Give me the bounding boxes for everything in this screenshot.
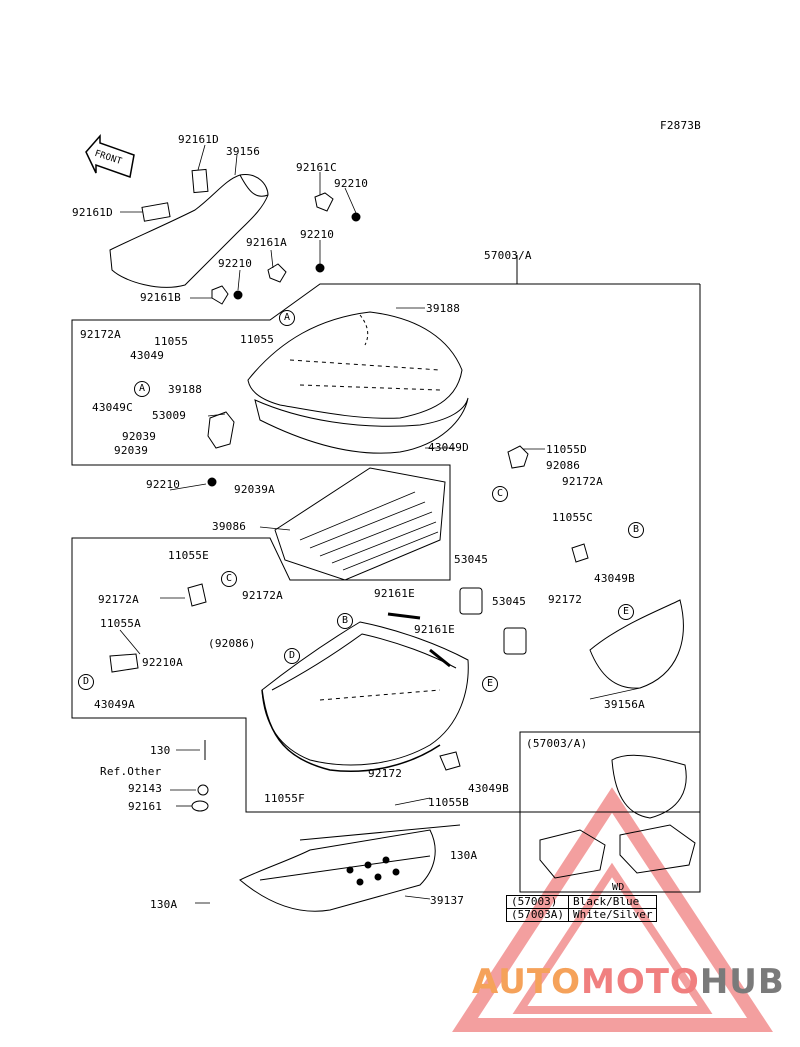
part-label: 11055D <box>546 443 587 456</box>
part-label: 92039 <box>114 444 149 457</box>
inner-tray <box>274 467 446 581</box>
legend-row: (57003A) White/Silver <box>506 908 658 922</box>
part-label: 39188 <box>168 383 203 396</box>
part-label: 130A <box>450 849 478 862</box>
luggage-rack <box>239 829 436 912</box>
part-label: 92086 <box>546 459 581 472</box>
color-legend: (57003) Black/Blue (57003A) White/Silver <box>506 895 658 922</box>
bumper-d1 <box>191 168 209 194</box>
callout-d: D <box>284 648 300 664</box>
part-label: 92172 <box>368 767 403 780</box>
case-body <box>261 621 469 766</box>
part-label: 57003/A <box>484 249 532 262</box>
part-label: 92143 <box>128 782 163 795</box>
part-label: 53045 <box>454 553 489 566</box>
part-label: 11055 <box>240 333 275 346</box>
part-label: 92161E <box>414 623 455 636</box>
part-label: 39156 <box>226 145 261 158</box>
legend-color: Black/Blue <box>567 895 658 909</box>
part-label: 43049 <box>130 349 165 362</box>
callout-e: E <box>618 604 634 620</box>
part-label: 53045 <box>492 595 527 608</box>
part-label: Ref.Other <box>100 765 162 778</box>
part-label: 11055 <box>154 335 189 348</box>
part-label: 92161 <box>128 800 163 813</box>
part-label: 92210 <box>300 228 335 241</box>
front-arrow <box>85 134 135 179</box>
part-label: 43049B <box>594 572 635 585</box>
part-label: 92161A <box>246 236 287 249</box>
part-label: 92161C <box>296 161 337 174</box>
callout-d: D <box>78 674 94 690</box>
legend-header: WD <box>612 882 625 893</box>
part-label: 53009 <box>152 409 187 422</box>
callout-c: C <box>492 486 508 502</box>
part-label: 92172 <box>548 593 583 606</box>
callout-a: A <box>134 381 150 397</box>
part-label: 92161B <box>140 291 181 304</box>
part-label: 92210A <box>142 656 183 669</box>
lock-2 <box>503 627 527 655</box>
part-label: 130A <box>150 898 178 911</box>
watermark-logo: AUTOMOTOHUB <box>472 962 785 1002</box>
part-label: 43049A <box>94 698 135 711</box>
callout-c: C <box>221 571 237 587</box>
part-label: 92039 <box>122 430 157 443</box>
legend-row: (57003) Black/Blue <box>506 895 658 909</box>
part-label: 92161D <box>72 206 113 219</box>
part-label: 39137 <box>430 894 465 907</box>
seat-pad <box>109 174 269 288</box>
callout-b: B <box>337 613 353 629</box>
part-label: 39156A <box>604 698 645 711</box>
part-label: 92172A <box>242 589 283 602</box>
inset-title: (57003/A) <box>526 737 588 750</box>
part-label: 92210 <box>334 177 369 190</box>
legend-color: White/Silver <box>567 908 658 922</box>
part-label: 43049C <box>92 401 133 414</box>
lid <box>247 311 463 419</box>
part-label: 43049D <box>428 441 469 454</box>
part-label: 92172A <box>98 593 139 606</box>
part-label: 39188 <box>426 302 461 315</box>
part-label: (92086) <box>208 637 256 650</box>
part-label: 92161E <box>374 587 415 600</box>
part-label: 92172A <box>80 328 121 341</box>
callout-b: B <box>628 522 644 538</box>
callout-e: E <box>482 676 498 692</box>
part-label: 92210 <box>146 478 181 491</box>
side-pad <box>589 599 684 689</box>
box-outline <box>71 283 701 813</box>
part-label: 92172A <box>562 475 603 488</box>
part-label: 11055A <box>100 617 141 630</box>
part-label: 130 <box>150 744 171 757</box>
lock-1 <box>459 587 483 615</box>
callout-a: A <box>279 310 295 326</box>
part-label: 43049B <box>468 782 509 795</box>
part-label: 11055C <box>552 511 593 524</box>
part-label: 92210 <box>218 257 253 270</box>
part-label: 11055B <box>428 796 469 809</box>
part-label: 11055E <box>168 549 209 562</box>
figure-code: F2873B <box>660 119 701 132</box>
inset-frame <box>519 731 701 893</box>
part-label: 11055F <box>264 792 305 805</box>
legend-part: (57003A) <box>506 908 569 922</box>
part-label: 92039A <box>234 483 275 496</box>
part-label: 92161D <box>178 133 219 146</box>
part-label: 39086 <box>212 520 247 533</box>
legend-part: (57003) <box>506 895 569 909</box>
bumper-d2 <box>141 202 171 222</box>
